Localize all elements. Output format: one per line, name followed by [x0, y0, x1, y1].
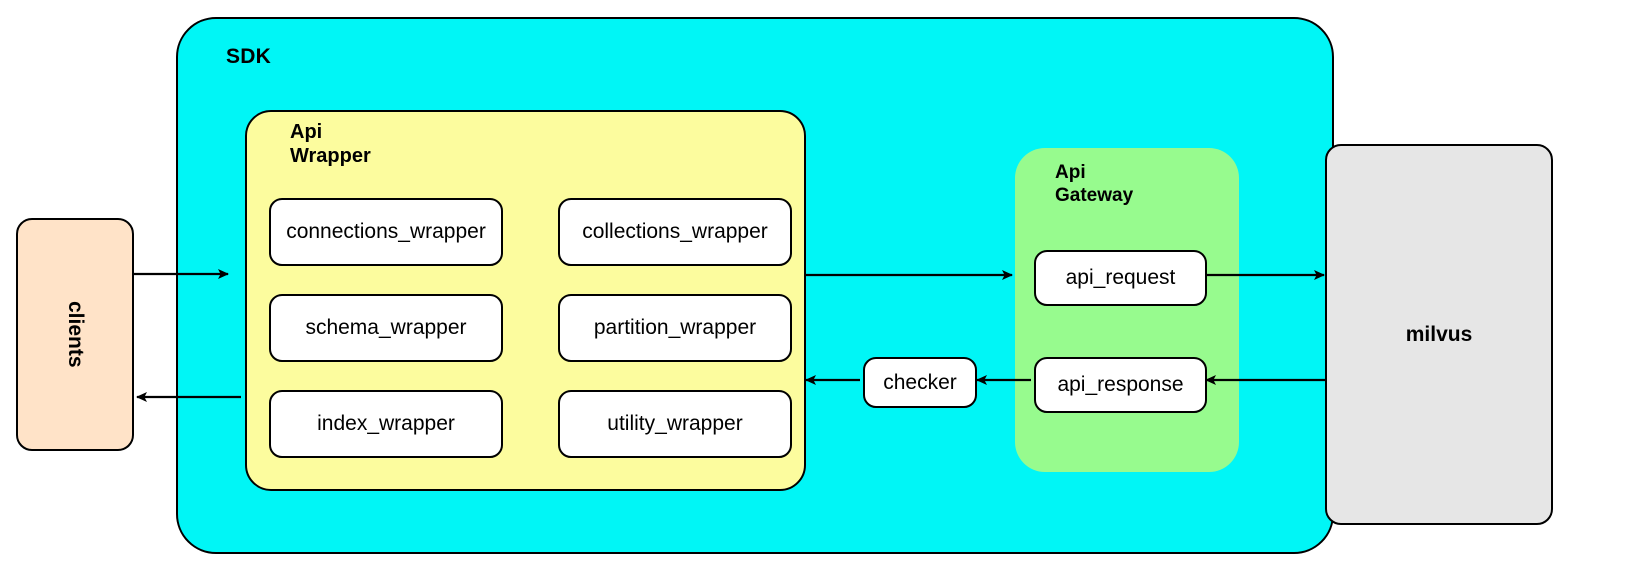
node-label: utility_wrapper: [607, 412, 743, 435]
sdk-label: SDK: [226, 45, 271, 68]
milvus-box[interactable]: milvus: [1325, 144, 1553, 525]
node-partition-wrapper[interactable]: partition_wrapper: [558, 294, 792, 362]
node-api-response[interactable]: api_response: [1034, 357, 1207, 413]
node-schema-wrapper[interactable]: schema_wrapper: [269, 294, 503, 362]
clients-box[interactable]: clients: [16, 218, 134, 451]
node-api-request[interactable]: api_request: [1034, 250, 1207, 306]
api-wrapper-container[interactable]: Api Wrapper connections_wrapper collecti…: [245, 110, 806, 491]
api-gateway-container[interactable]: Api Gateway api_request api_response: [1015, 148, 1239, 472]
node-label: checker: [883, 370, 957, 394]
node-label: collections_wrapper: [582, 220, 768, 243]
node-label: api_response: [1057, 373, 1184, 396]
node-label: index_wrapper: [317, 412, 455, 435]
api-gateway-label: Api Gateway: [1055, 162, 1134, 206]
node-label: connections_wrapper: [286, 220, 486, 243]
node-label: schema_wrapper: [305, 316, 467, 339]
node-label: api_request: [1065, 266, 1176, 289]
node-utility-wrapper[interactable]: utility_wrapper: [558, 390, 792, 458]
node-index-wrapper[interactable]: index_wrapper: [269, 390, 503, 458]
node-connections-wrapper[interactable]: connections_wrapper: [269, 198, 503, 266]
milvus-label: milvus: [1405, 322, 1473, 346]
node-collections-wrapper[interactable]: collections_wrapper: [558, 198, 792, 266]
api-wrapper-label: Api Wrapper: [290, 121, 371, 167]
node-label: partition_wrapper: [593, 316, 757, 339]
node-checker[interactable]: checker: [863, 357, 977, 408]
sdk-container[interactable]: SDK Api Wrapper connections_wrapper coll…: [176, 17, 1334, 554]
clients-label: clients: [64, 301, 87, 368]
